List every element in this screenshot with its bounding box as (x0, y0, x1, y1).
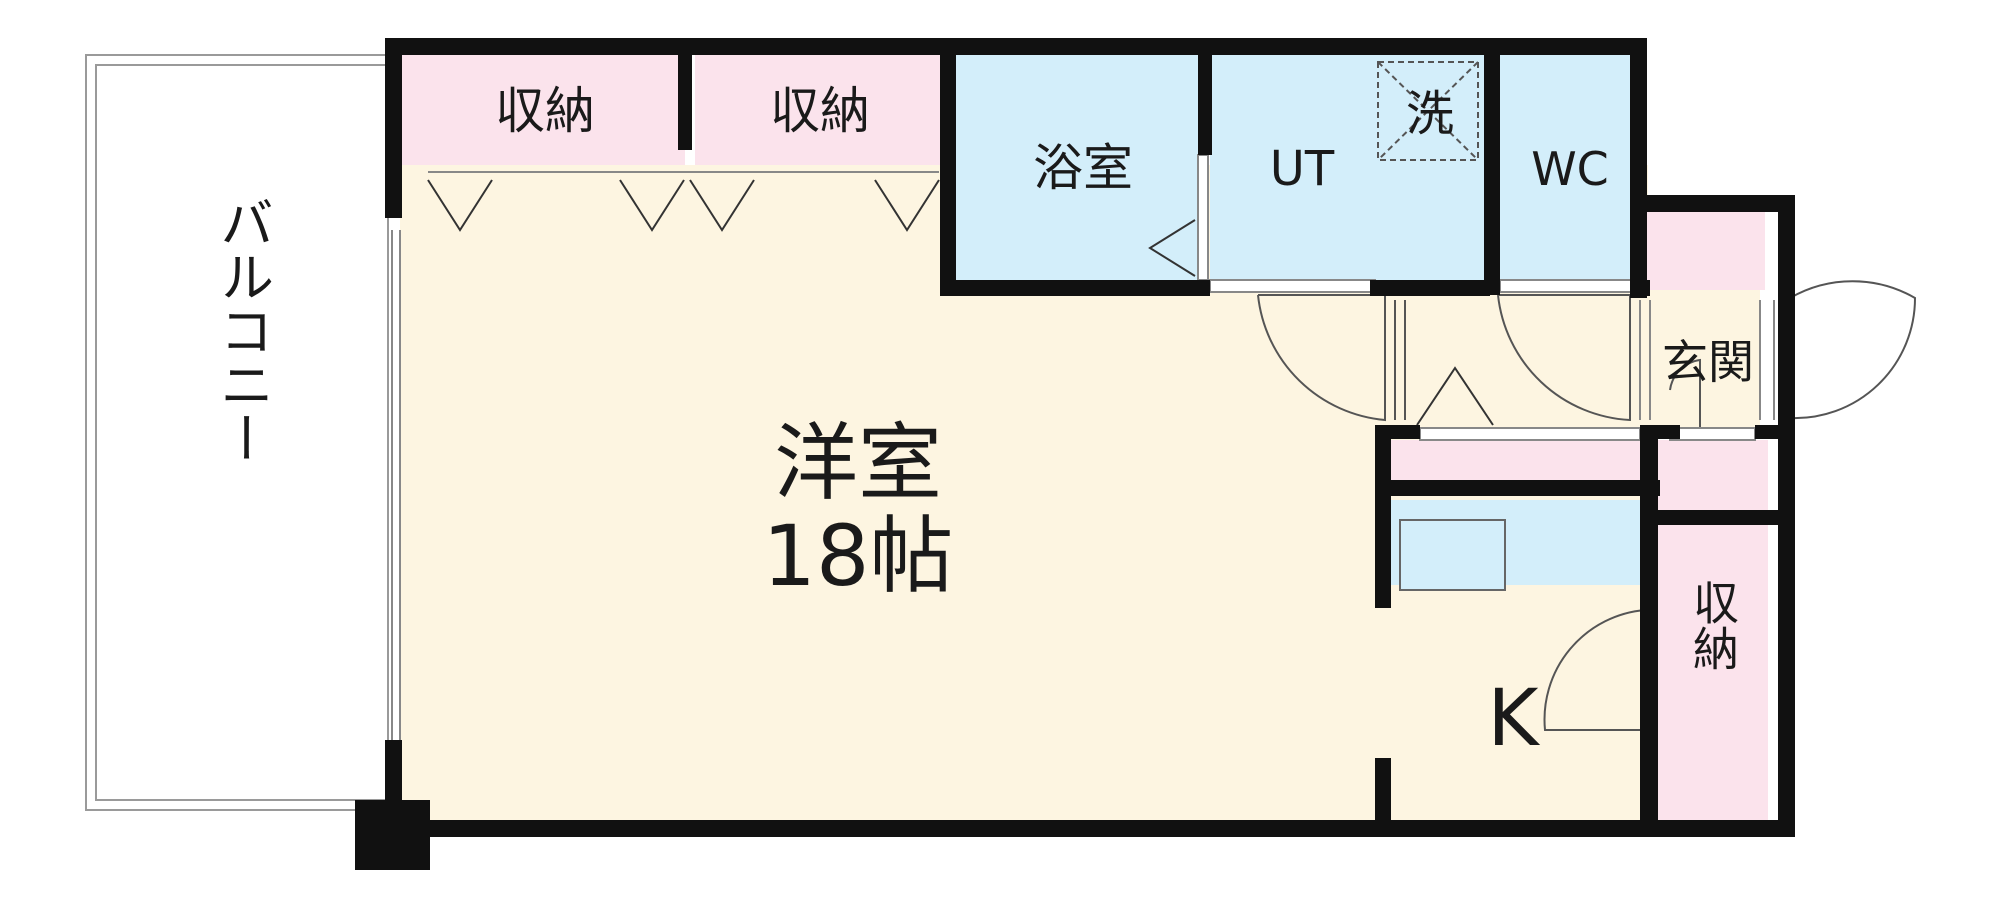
hall-step-mark (1416, 366, 1494, 426)
kitchen-floor (1385, 590, 1645, 825)
washer-label: 洗 (1406, 86, 1454, 142)
storage-top-right-floor (695, 55, 945, 165)
western-room-size-label: 18帖 (763, 507, 954, 605)
bath-door-mark (1148, 219, 1196, 277)
storage-top-right-label: 収納 (770, 82, 870, 140)
utility-label: UT (1270, 141, 1335, 197)
kitchen-label: K (1487, 674, 1540, 764)
storage-top-left-label: 収納 (495, 82, 595, 140)
utility-floor (1210, 55, 1485, 280)
storage-right-floor (1658, 525, 1768, 820)
closet-door-marks (427, 171, 940, 232)
storage-top-left-floor (400, 55, 685, 165)
sink (1399, 519, 1506, 591)
bath-floor (955, 55, 1205, 280)
shoe-storage-top-floor (1645, 210, 1765, 290)
shelf-floor (1385, 440, 1645, 480)
balcony (85, 54, 389, 811)
hall-floor (1210, 290, 1760, 430)
bath-label: 浴室 (1033, 139, 1133, 197)
toilet-label: WC (1531, 142, 1609, 196)
western-room-label: 洋室 (774, 414, 942, 512)
shoe-storage-mid-floor (1658, 440, 1768, 510)
entrance-label: 玄関 (1662, 335, 1754, 389)
storage-right-label: 収納 (1686, 579, 1740, 671)
balcony-label: バルコニー (211, 195, 274, 465)
toilet-floor (1498, 55, 1640, 280)
washer-space (1377, 61, 1479, 161)
walls (355, 38, 1795, 870)
